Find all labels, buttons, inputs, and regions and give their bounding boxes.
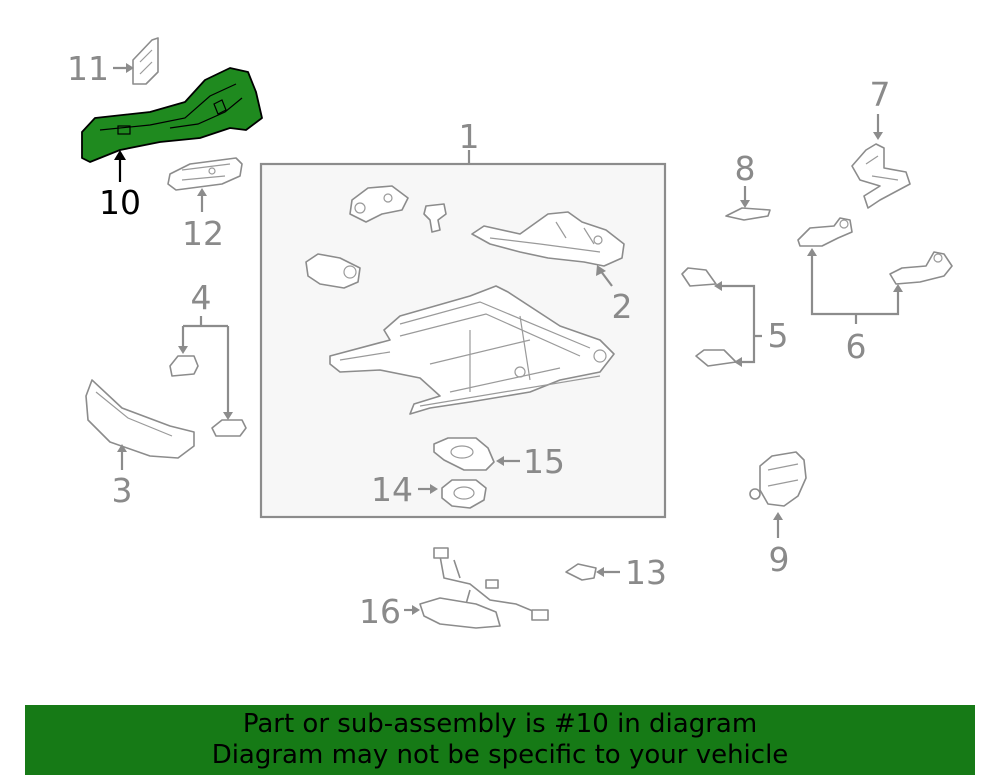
info-banner: Part or sub-assembly is #10 in diagram D… (25, 705, 975, 775)
callout-16: 16 (359, 592, 401, 631)
seat-frame (329, 285, 615, 415)
arrowhead-8 (740, 200, 750, 208)
part-motor-a (349, 185, 409, 223)
callout-13: 13 (625, 553, 667, 592)
callout-1: 1 (459, 117, 480, 156)
part-10-highlighted[interactable] (81, 67, 263, 163)
callout-6: 6 (846, 327, 867, 366)
callout-4: 4 (191, 278, 212, 317)
banner-line-1: Part or sub-assembly is #10 in diagram (242, 709, 758, 739)
part-2 (471, 211, 625, 267)
arrowhead-6b (893, 284, 903, 292)
part-13 (565, 563, 597, 581)
callout-8: 8 (735, 149, 756, 188)
arrowhead-12 (197, 188, 207, 196)
leader-5 (720, 284, 762, 364)
arrowhead-5b (734, 357, 742, 367)
part-16 (419, 547, 549, 629)
part-15 (433, 437, 495, 471)
part-motor-b (305, 253, 361, 289)
arrowhead-3 (117, 444, 127, 452)
arrowhead-4a (178, 346, 188, 354)
arrowhead-14 (430, 484, 438, 494)
leader-4 (181, 316, 230, 414)
callout-9: 9 (769, 540, 790, 579)
part-14 (441, 479, 487, 509)
part-8 (725, 207, 771, 221)
arrowhead-10 (114, 150, 126, 160)
arrowhead-4b (223, 412, 233, 420)
part-4 (169, 355, 247, 437)
callout-11: 11 (67, 49, 109, 88)
part-6 (797, 217, 953, 285)
arrowhead-16 (412, 605, 420, 615)
part-7 (851, 143, 911, 209)
callout-10[interactable]: 10 (99, 183, 141, 222)
part-12 (167, 157, 243, 191)
arrowhead-5a (714, 281, 722, 291)
leader-6 (810, 254, 900, 324)
callout-5: 5 (768, 316, 789, 355)
arrowhead-9 (773, 512, 783, 520)
arrowhead-6a (807, 248, 817, 256)
arrowhead-7 (873, 132, 883, 140)
arrowhead-11 (126, 63, 134, 73)
callout-14: 14 (371, 470, 413, 509)
arrowhead-2 (596, 265, 606, 276)
banner-line-2: Diagram may not be specific to your vehi… (211, 740, 789, 770)
part-connector (423, 203, 447, 233)
part-11 (132, 37, 159, 85)
callout-2: 2 (612, 287, 633, 326)
callout-12: 12 (182, 214, 224, 253)
part-5 (681, 267, 737, 367)
callout-3: 3 (112, 471, 133, 510)
arrowhead-15 (496, 456, 504, 466)
parts-diagram: 1 2 3 4 5 6 7 8 9 10 11 12 13 14 15 16 (67, 37, 953, 631)
callout-7: 7 (870, 75, 891, 114)
part-3 (85, 379, 195, 459)
arrowhead-13 (596, 567, 604, 577)
callout-15: 15 (523, 442, 565, 481)
part-9 (749, 451, 807, 507)
